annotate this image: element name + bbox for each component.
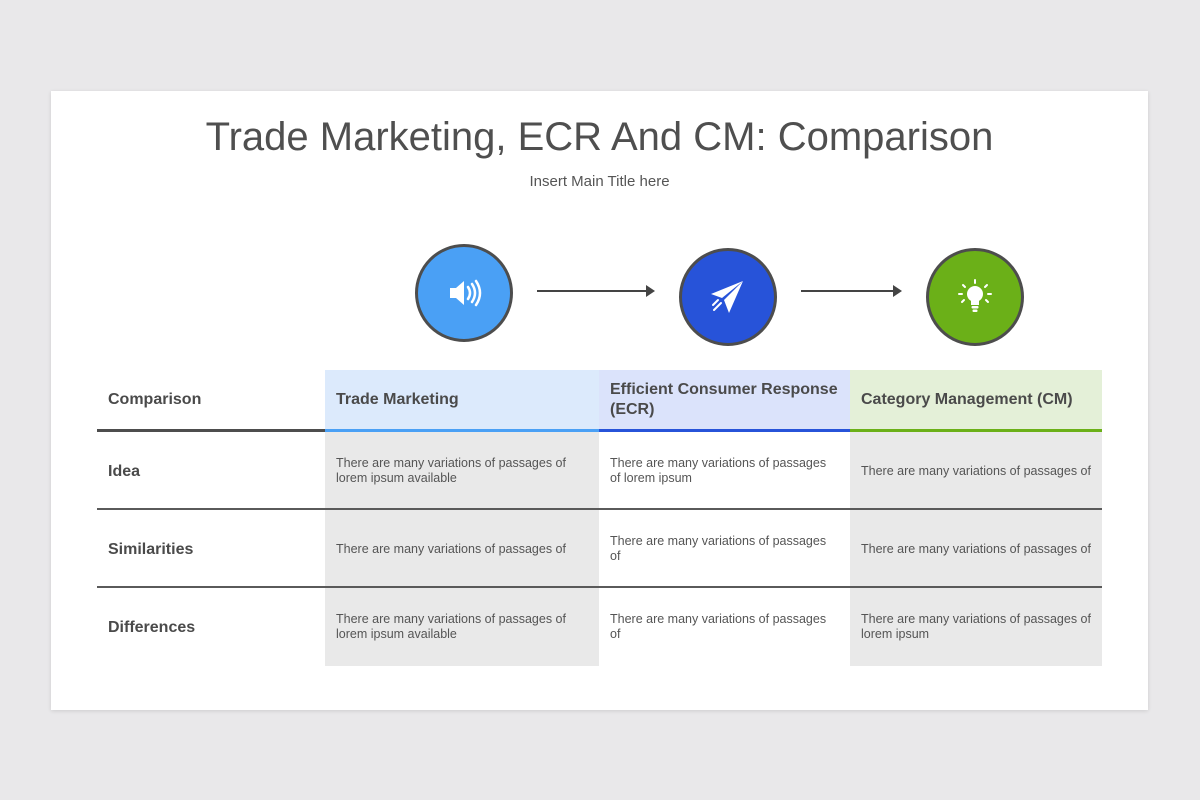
header-cm: Category Management (CM) <box>850 370 1102 432</box>
lightbulb-icon <box>926 248 1024 346</box>
page-title: Trade Marketing, ECR And CM: Comparison <box>205 115 994 159</box>
header-ecr: Efficient Consumer Response (ECR) <box>599 370 850 432</box>
table-cell: There are many variations of passages of… <box>850 588 1102 666</box>
table-cell: There are many variations of passages of <box>850 432 1102 510</box>
table-cell: There are many variations of passages of <box>850 510 1102 588</box>
paper-plane-icon <box>679 248 777 346</box>
arrow-right-2 <box>801 285 902 297</box>
row-label-idea: Idea <box>108 462 141 480</box>
table-row: Similarities There are many variations o… <box>97 510 1102 588</box>
table-cell: There are many variations of passages of <box>610 612 827 641</box>
comparison-table: Comparison Trade Marketing Efficient Con… <box>97 370 1102 666</box>
page-subtitle: Insert Main Title here <box>529 173 670 190</box>
header-trade-marketing: Trade Marketing <box>325 370 599 432</box>
table-header-row: Comparison Trade Marketing Efficient Con… <box>97 370 1102 432</box>
table-cell: There are many variations of passages of… <box>325 432 599 510</box>
table-cell: There are many variations of passages of… <box>610 456 827 485</box>
row-label-similarities: Similarities <box>108 540 194 558</box>
row-divider <box>97 508 1102 510</box>
table-row: Differences There are many variations of… <box>97 588 1102 666</box>
speaker-icon <box>415 244 513 342</box>
row-label-differences: Differences <box>108 618 196 636</box>
slide: Trade Marketing, ECR And CM: Comparison … <box>51 91 1148 710</box>
table-cell: There are many variations of passages of… <box>325 588 599 666</box>
arrow-right-1 <box>537 285 655 297</box>
table-cell: There are many variations of passages of <box>610 534 827 563</box>
table-cell: There are many variations of passages of <box>325 510 599 588</box>
row-divider <box>97 586 1102 588</box>
table-row: Idea There are many variations of passag… <box>97 432 1102 510</box>
header-comparison: Comparison <box>97 370 325 432</box>
